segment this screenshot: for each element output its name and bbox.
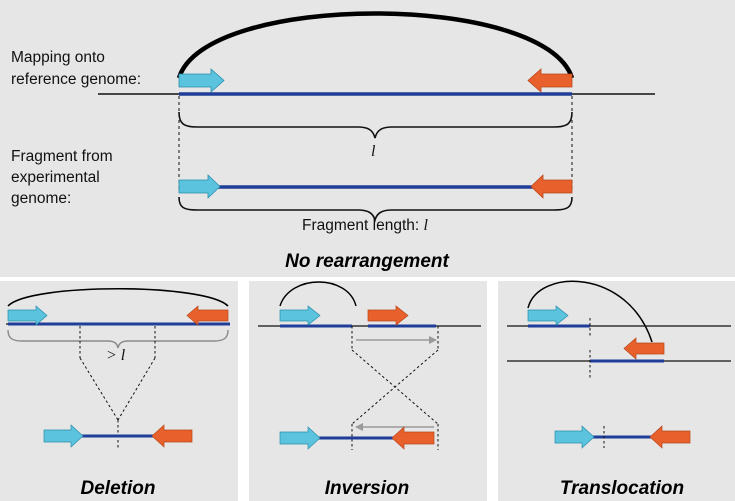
mapping-label-line2: reference genome: <box>11 71 141 88</box>
reverse-read-arrow-icon <box>391 426 435 450</box>
reverse-read-arrow-icon <box>186 305 229 326</box>
panel-inversion: Inversion <box>249 281 487 501</box>
gap-brace <box>7 329 229 349</box>
deletion-caption: Deletion <box>81 478 156 499</box>
mate-pair-arc <box>279 281 357 307</box>
reverse-read-arrow-icon <box>649 425 691 449</box>
fragment-length-brace <box>178 196 573 223</box>
forward-read-arrow-icon <box>178 68 225 93</box>
reverse-read-arrow-icon <box>530 174 573 199</box>
fragment-label-line1: Fragment from <box>11 148 113 165</box>
fragment-label-line2: experimental <box>11 169 100 186</box>
distance-label: l <box>371 143 376 160</box>
forward-read-arrow-icon <box>527 305 569 326</box>
deletion-converge-left <box>79 357 119 421</box>
panel-translocation: Translocation <box>498 280 735 501</box>
panel-no-rearrangement: Mapping onto reference genome: l Fragmen… <box>0 0 735 277</box>
mate-pair-arc <box>527 280 653 343</box>
reverse-read-arrow-icon <box>623 337 665 360</box>
panel-background <box>0 0 735 277</box>
forward-read-arrow-icon <box>178 174 221 199</box>
no-rearrangement-caption: No rearrangement <box>285 251 449 272</box>
mapping-label-line1: Mapping onto <box>11 49 105 66</box>
forward-read-arrow-icon <box>279 426 321 450</box>
fragment-length-label: Fragment length: l <box>302 217 428 234</box>
forward-read-arrow-icon <box>554 425 595 449</box>
mate-pair-arc <box>7 287 229 307</box>
reverse-read-arrow-icon <box>151 424 193 448</box>
inversion-cross-b <box>351 349 439 425</box>
inversion-caption: Inversion <box>325 478 409 499</box>
fragment-label-line3: genome: <box>11 190 71 207</box>
forward-read-arrow-icon <box>43 424 84 448</box>
reverse-read-arrow-icon <box>527 68 573 93</box>
panel-deletion: > l Deletion <box>0 281 238 501</box>
forward-read-arrow-icon <box>7 305 48 326</box>
translocation-caption: Translocation <box>560 478 684 499</box>
distance-brace <box>178 111 573 139</box>
reverse-read-mapped-forward-arrow-icon <box>367 305 409 326</box>
forward-read-arrow-icon <box>279 305 321 326</box>
mate-pair-arc <box>176 11 575 79</box>
gap-label: > l <box>106 347 126 364</box>
deletion-converge-right <box>117 357 156 421</box>
